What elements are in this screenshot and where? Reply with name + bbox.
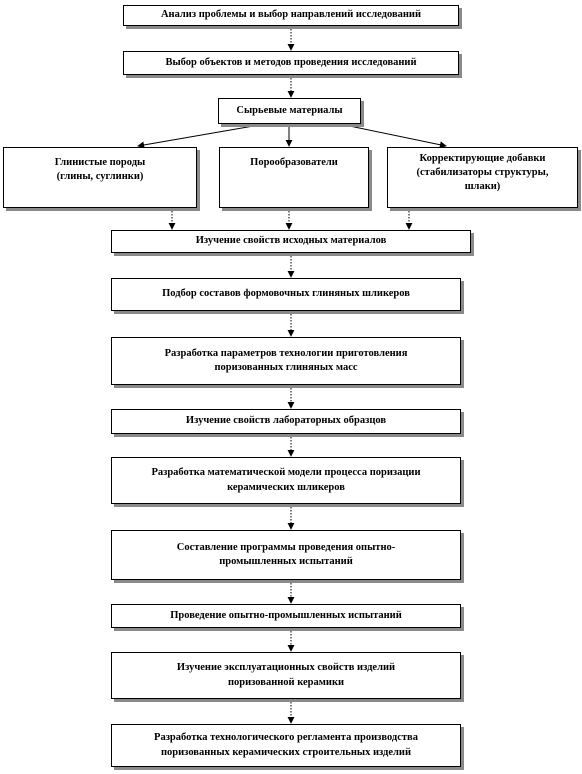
step-analysis: Анализ проблемы и выбор направлений иссл… <box>123 5 459 26</box>
step-raw-materials: Сырьевые материалы <box>218 98 361 124</box>
step-composition: Подбор составов формовочных глиняных шли… <box>111 278 461 311</box>
step-math-model: Разработка математической модели процесс… <box>111 457 461 504</box>
arrow-raw-to-additives <box>339 123 447 149</box>
step-regulation: Разработка технологического регламента п… <box>111 724 461 767</box>
step-clay-rocks: Глинистые породы (глины, суглинки) <box>3 147 197 208</box>
step-additives: Корректирующие добавки (стабилизаторы ст… <box>387 147 578 208</box>
step-operational: Изучение эксплуатационных свойств издели… <box>111 652 461 699</box>
arrow-raw-to-clay <box>137 123 266 149</box>
step-selection: Выбор объектов и методов проведения иссл… <box>123 51 459 75</box>
step-study-initial: Изучение свойств исходных материалов <box>111 230 471 253</box>
step-program: Составление программы проведения опытно-… <box>111 530 461 580</box>
step-technology: Разработка параметров технологии пригото… <box>111 337 461 385</box>
step-pore-formers: Порообразователи <box>219 147 369 208</box>
step-trials: Проведение опытно-промышленных испытаний <box>111 604 461 628</box>
step-study-samples: Изучение свойств лабораторных образцов <box>111 409 461 434</box>
